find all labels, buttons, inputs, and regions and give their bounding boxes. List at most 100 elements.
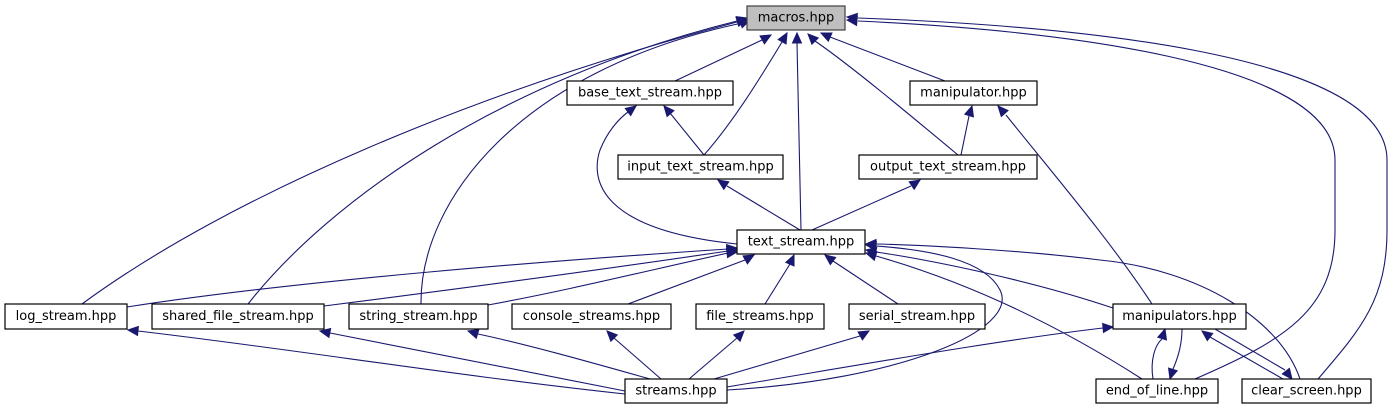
arrowhead-icon: [908, 179, 922, 191]
arrowhead-icon: [732, 330, 745, 343]
node-macros[interactable]: macros.hpp: [746, 5, 846, 31]
node-box[interactable]: [617, 154, 784, 180]
arrowhead-icon: [725, 247, 739, 259]
edge-line: [832, 260, 899, 305]
arrowhead-icon: [1201, 330, 1214, 342]
arrowhead-icon: [819, 32, 833, 43]
node-console-streams[interactable]: console_streams.hpp: [511, 303, 672, 330]
edge-streams-to-shared-file-stream: [318, 327, 626, 392]
nodes-layer: macros.hpp base_text_stream.hpp manipulato…: [4, 5, 1372, 404]
edge-line: [703, 41, 783, 156]
node-label: string_stream.hpp: [359, 309, 477, 324]
edge-console-streams-to-text-stream: [627, 254, 756, 305]
edge-clear-screen-to-text-stream: [864, 238, 1301, 380]
node-input-text-stream[interactable]: input_text_stream.hpp: [617, 154, 784, 180]
edge-manipulators-to-end-of-line: [1167, 328, 1183, 381]
node-clear-screen[interactable]: clear_screen.hpp: [1241, 378, 1372, 404]
node-label: input_text_stream.hpp: [627, 160, 774, 175]
edge-line: [613, 337, 662, 380]
arrowhead-icon: [777, 31, 788, 45]
node-box[interactable]: [1112, 303, 1247, 330]
edge-line: [1214, 328, 1286, 371]
node-base-text-stream[interactable]: base_text_stream.hpp: [566, 80, 734, 106]
edge-line: [875, 255, 1143, 380]
edge-text-stream-to-output-text-stream: [811, 179, 922, 231]
arrowhead-icon: [663, 105, 675, 118]
edge-line: [1172, 328, 1183, 370]
edge-streams-to-string-stream: [466, 328, 651, 380]
edge-output-text-stream-to-manipulator: [960, 104, 975, 156]
node-box[interactable]: [4, 303, 128, 330]
edge-streams-to-serial-stream: [713, 330, 871, 380]
edge-text-stream-to-input-text-stream: [716, 179, 801, 231]
edge-text-stream-to-base-text-stream: [596, 105, 738, 245]
edge-end-of-line-to-text-stream: [864, 250, 1143, 380]
node-box[interactable]: [858, 154, 1038, 180]
node-label: streams.hpp: [635, 384, 716, 399]
edge-line: [796, 42, 802, 231]
arrowhead-icon: [784, 253, 795, 267]
edge-base-text-stream-to-macros: [674, 34, 773, 82]
node-output-text-stream[interactable]: output_text_stream.hpp: [858, 154, 1038, 180]
node-file-streams[interactable]: file_streams.hpp: [695, 303, 825, 330]
arrowhead-icon: [1102, 322, 1115, 334]
node-box[interactable]: [736, 229, 866, 255]
edge-streams-to-manipulators: [726, 322, 1115, 388]
edge-streams-to-console-streams: [606, 330, 662, 380]
node-shared-file-stream[interactable]: shared_file_stream.hpp: [151, 303, 325, 330]
arrowhead-icon: [864, 250, 878, 262]
node-box[interactable]: [1241, 378, 1372, 404]
node-label: shared_file_stream.hpp: [162, 309, 314, 324]
edge-line: [674, 39, 763, 82]
edge-line: [323, 250, 729, 307]
node-serial-stream[interactable]: serial_stream.hpp: [848, 303, 986, 330]
node-manipulator[interactable]: manipulator.hpp: [909, 80, 1038, 106]
node-label: manipulator.hpp: [920, 86, 1027, 101]
node-end-of-line[interactable]: end_of_line.hpp: [1095, 378, 1219, 404]
arrowhead-icon: [1167, 367, 1179, 381]
edge-line: [247, 20, 738, 305]
node-box[interactable]: [848, 303, 986, 330]
edge-line: [126, 248, 729, 308]
arrowhead-icon: [1281, 367, 1293, 380]
edge-clear-screen-to-manipulators: [1201, 330, 1284, 380]
node-box[interactable]: [624, 378, 728, 404]
edge-end-of-line-to-manipulators: [1151, 327, 1168, 380]
node-text-stream[interactable]: text_stream.hpp: [736, 229, 866, 255]
node-box[interactable]: [151, 303, 325, 330]
node-manipulators[interactable]: manipulators.hpp: [1112, 303, 1247, 330]
node-label: text_stream.hpp: [748, 235, 855, 250]
node-label: macros.hpp: [758, 11, 834, 26]
node-label: manipulators.hpp: [1122, 309, 1237, 324]
arrowhead-icon: [126, 325, 139, 337]
edge-manipulators-to-clear-screen: [1214, 328, 1293, 380]
node-box[interactable]: [566, 80, 734, 106]
edge-input-text-stream-to-macros: [703, 31, 788, 156]
node-log-stream[interactable]: log_stream.hpp: [4, 303, 128, 330]
arrowhead-icon: [824, 254, 837, 266]
edge-line: [726, 245, 1003, 391]
edge-output-text-stream-to-macros: [807, 33, 959, 156]
edge-line: [420, 22, 743, 305]
node-label: end_of_line.hpp: [1106, 384, 1208, 399]
arrowhead-icon: [864, 238, 877, 250]
arrowhead-icon: [716, 179, 730, 191]
node-box[interactable]: [746, 5, 846, 31]
node-string-stream[interactable]: string_stream.hpp: [348, 303, 489, 330]
edge-line: [726, 327, 1104, 388]
arrowhead-icon: [742, 254, 756, 265]
node-label: base_text_stream.hpp: [578, 86, 722, 101]
node-streams[interactable]: streams.hpp: [624, 378, 728, 404]
arrowhead-icon: [759, 34, 773, 45]
arrowhead-icon: [997, 105, 1009, 118]
node-box[interactable]: [511, 303, 672, 330]
node-box[interactable]: [1095, 378, 1219, 404]
arrowhead-icon: [318, 327, 332, 339]
node-box[interactable]: [909, 80, 1038, 106]
node-box[interactable]: [695, 303, 825, 330]
node-label: file_streams.hpp: [706, 309, 814, 324]
edge-line: [596, 111, 738, 245]
node-box[interactable]: [348, 303, 489, 330]
arrowhead-icon: [624, 105, 637, 117]
